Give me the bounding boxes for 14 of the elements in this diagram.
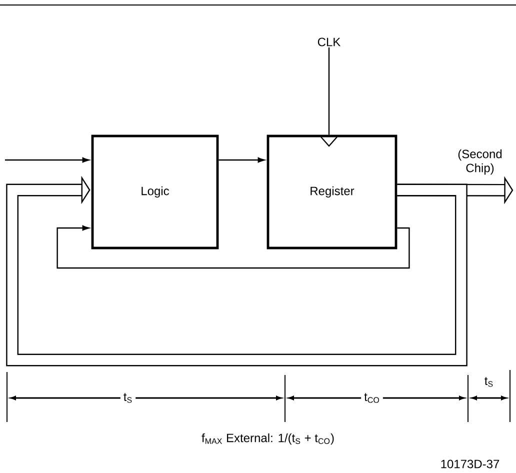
arrow [56,225,410,269]
time-label: t$_{S}$ [120,390,136,406]
figure-number: 10173D-37 [441,460,500,468]
time-label: t$_{S}$ [484,377,493,387]
register-box: Register [266,134,398,250]
chip-label: (Second Chip) [458,149,502,175]
time-label: t$_{CO}$ [361,390,383,406]
logic-box: Logic [91,134,219,250]
bus-arrow [6,176,468,366]
arrow [320,47,338,147]
arrow [218,157,265,163]
arrow [5,157,90,163]
formula-text: f$_{MAX}$ External: 1/(t$_{S}$ + t$_{CO}$) [202,433,334,445]
clock-label: CLK [318,38,341,46]
